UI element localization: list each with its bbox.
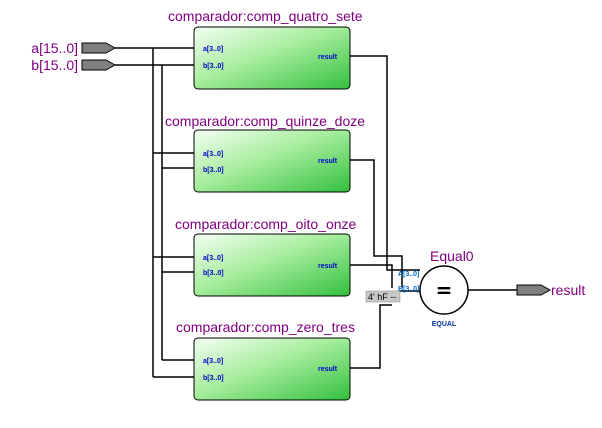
output-pin-result[interactable]: result	[516, 282, 585, 298]
port-b: b[3..0]	[203, 270, 224, 277]
port-result: result	[318, 263, 338, 270]
input-pin-a-label: a[15..0]	[31, 40, 78, 56]
port-result: result	[318, 366, 338, 373]
port-a: a[3..0]	[203, 358, 223, 365]
equal-port-b: B[3..0]	[398, 286, 419, 293]
port-result: result	[318, 158, 338, 165]
input-pin-b[interactable]: b[15..0]	[31, 57, 117, 73]
block-title: comparador:comp_zero_tres	[176, 319, 355, 335]
comparator-block-quinze-doze[interactable]: comparador:comp_quinze_doze a[3..0] b[3.…	[165, 113, 365, 193]
output-pin-label: result	[551, 282, 585, 298]
comparator-block-oito-onze[interactable]: comparador:comp_oito_onze a[3..0] b[3..0…	[175, 216, 357, 297]
port-result: result	[318, 54, 338, 61]
input-bus-wires	[115, 47, 194, 378]
constant-value: 4' hF --	[365, 290, 401, 303]
port-b: b[3..0]	[203, 375, 224, 382]
port-a: a[3..0]	[203, 151, 223, 158]
input-pin-a[interactable]: a[15..0]	[31, 40, 117, 56]
equal-type-label: EQUAL	[432, 321, 457, 328]
equal-comparator[interactable]: Equal0 = A[3..0] B[3..0] EQUAL	[398, 248, 474, 328]
equal-port-a: A[3..0]	[398, 271, 419, 278]
comparator-block-quatro-sete[interactable]: comparador:comp_quatro_sete a[3..0] b[3.…	[168, 8, 363, 90]
equal-symbol: =	[436, 278, 453, 302]
port-b: b[3..0]	[203, 167, 224, 174]
port-a: a[3..0]	[203, 46, 223, 53]
block-title: comparador:comp_quatro_sete	[168, 8, 363, 24]
block-title: comparador:comp_quinze_doze	[165, 113, 365, 129]
block-output-wires	[350, 55, 517, 369]
input-pin-b-label: b[15..0]	[31, 57, 78, 73]
constant-label: 4' hF --	[368, 292, 396, 302]
equal-instance-name: Equal0	[430, 248, 474, 264]
comparator-block-zero-tres[interactable]: comparador:comp_zero_tres a[3..0] b[3..0…	[176, 319, 355, 401]
block-title: comparador:comp_oito_onze	[175, 216, 357, 232]
port-a: a[3..0]	[203, 255, 223, 262]
port-b: b[3..0]	[203, 63, 224, 70]
